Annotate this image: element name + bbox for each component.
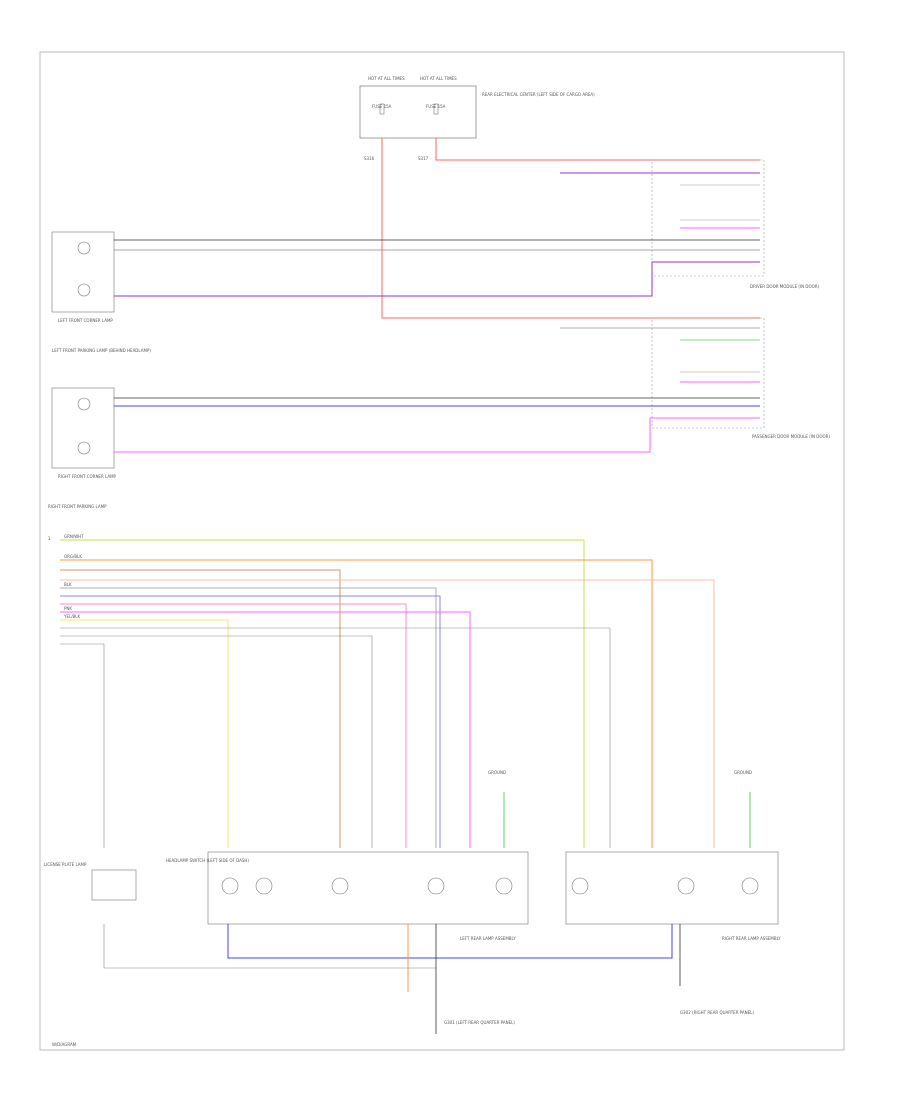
bulb-icon bbox=[495, 877, 513, 895]
splice-label-b: S317 bbox=[418, 156, 429, 161]
license-plate-lamp: LICENSE PLATE LAMP bbox=[44, 862, 436, 969]
left-front-lamp-sub: LEFT FRONT PARKING LAMP (BEHIND HEADLAMP… bbox=[52, 348, 151, 353]
bulb-icon bbox=[255, 877, 273, 895]
passenger-door-module-label: PASSENGER DOOR MODULE (IN DOOR) bbox=[752, 434, 830, 439]
wire-label-org-blk: ORG/BLK bbox=[64, 554, 82, 559]
headlamp-switch-bus: 1 GRN/WHT ORG/BLK BLK PNK YEL/BLK bbox=[48, 534, 715, 848]
ground-right-label: G302 (RIGHT REAR QUARTER PANEL) bbox=[680, 1010, 754, 1015]
left-rear-lamp-assembly: HEADLAMP SWITCH (LEFT SIDE OF DASH) LEFT… bbox=[166, 851, 529, 941]
ground-connections: GROUND GROUND bbox=[488, 770, 752, 848]
footer-code: W/DIAGRAM bbox=[52, 1042, 77, 1047]
splice-label-a: S316 bbox=[364, 156, 375, 161]
passenger-door-module: PASSENGER DOOR MODULE (IN DOOR) bbox=[560, 317, 830, 439]
wire-label-yel-blk: YEL/BLK bbox=[63, 614, 81, 619]
driver-door-module: DRIVER DOOR MODULE (IN DOOR) bbox=[560, 159, 820, 289]
fuse-a-symbol bbox=[379, 103, 385, 115]
wire-label-pnk: PNK bbox=[64, 606, 72, 611]
ground-left-label: G301 (LEFT REAR QUARTER PANEL) bbox=[444, 1020, 515, 1025]
bulb-icon bbox=[427, 877, 445, 895]
bulb-icon bbox=[77, 397, 91, 411]
bulb-icon bbox=[221, 877, 239, 895]
driver-door-module-label: DRIVER DOOR MODULE (IN DOOR) bbox=[750, 284, 820, 289]
right-front-lamp-sub: RIGHT FRONT PARKING LAMP bbox=[48, 504, 107, 509]
headlamp-switch-label: HEADLAMP SWITCH (LEFT SIDE OF DASH) bbox=[166, 858, 249, 863]
ground-label-2: GROUND bbox=[734, 770, 752, 775]
bulb-icon bbox=[741, 877, 759, 895]
left-front-wires bbox=[114, 239, 760, 297]
right-rear-lamp-assembly: RIGHT REAR LAMP ASSEMBLY bbox=[565, 851, 781, 941]
fuse-b-label: HOT AT ALL TIMES bbox=[420, 76, 457, 81]
bulb-icon bbox=[331, 877, 349, 895]
bulb-icon bbox=[77, 441, 91, 455]
license-lamp-label: LICENSE PLATE LAMP bbox=[44, 862, 87, 867]
left-rear-lamp-label: LEFT REAR LAMP ASSEMBLY bbox=[460, 936, 516, 941]
fuse-panel-label: REAR ELECTRICAL CENTER (LEFT SIDE OF CAR… bbox=[482, 92, 595, 97]
wire-label-blk: BLK bbox=[64, 582, 72, 587]
bus-pin: 1 bbox=[48, 536, 51, 541]
right-front-lamp: RIGHT FRONT CORNER LAMP RIGHT FRONT PARK… bbox=[48, 387, 117, 509]
bulb-icon bbox=[77, 241, 91, 255]
bulb-icon bbox=[77, 283, 91, 297]
diagram-frame bbox=[39, 51, 845, 1051]
right-front-wires bbox=[114, 397, 760, 453]
ground-returns: G301 (LEFT REAR QUARTER PANEL) G302 (RIG… bbox=[227, 924, 754, 1034]
left-front-lamp-label: LEFT FRONT CORNER LAMP bbox=[58, 318, 113, 323]
fuse-b-rating: FUSE 15A bbox=[426, 104, 446, 109]
right-front-lamp-label: RIGHT FRONT CORNER LAMP bbox=[58, 474, 117, 479]
ground-label-1: GROUND bbox=[488, 770, 506, 775]
fuse-a-label: HOT AT ALL TIMES bbox=[368, 76, 405, 81]
fuse-b-symbol bbox=[433, 103, 439, 115]
bulb-icon bbox=[571, 877, 589, 895]
right-rear-lamp-label: RIGHT REAR LAMP ASSEMBLY bbox=[722, 936, 781, 941]
fuse-a-rating: FUSE 15A bbox=[372, 104, 392, 109]
bulb-icon bbox=[677, 877, 695, 895]
fuse-box: HOT AT ALL TIMES HOT AT ALL TIMES FUSE 1… bbox=[359, 76, 595, 161]
left-front-lamp: LEFT FRONT CORNER LAMP LEFT FRONT PARKIN… bbox=[51, 231, 151, 353]
wire-label-grn-wht: GRN/WHT bbox=[64, 534, 84, 539]
